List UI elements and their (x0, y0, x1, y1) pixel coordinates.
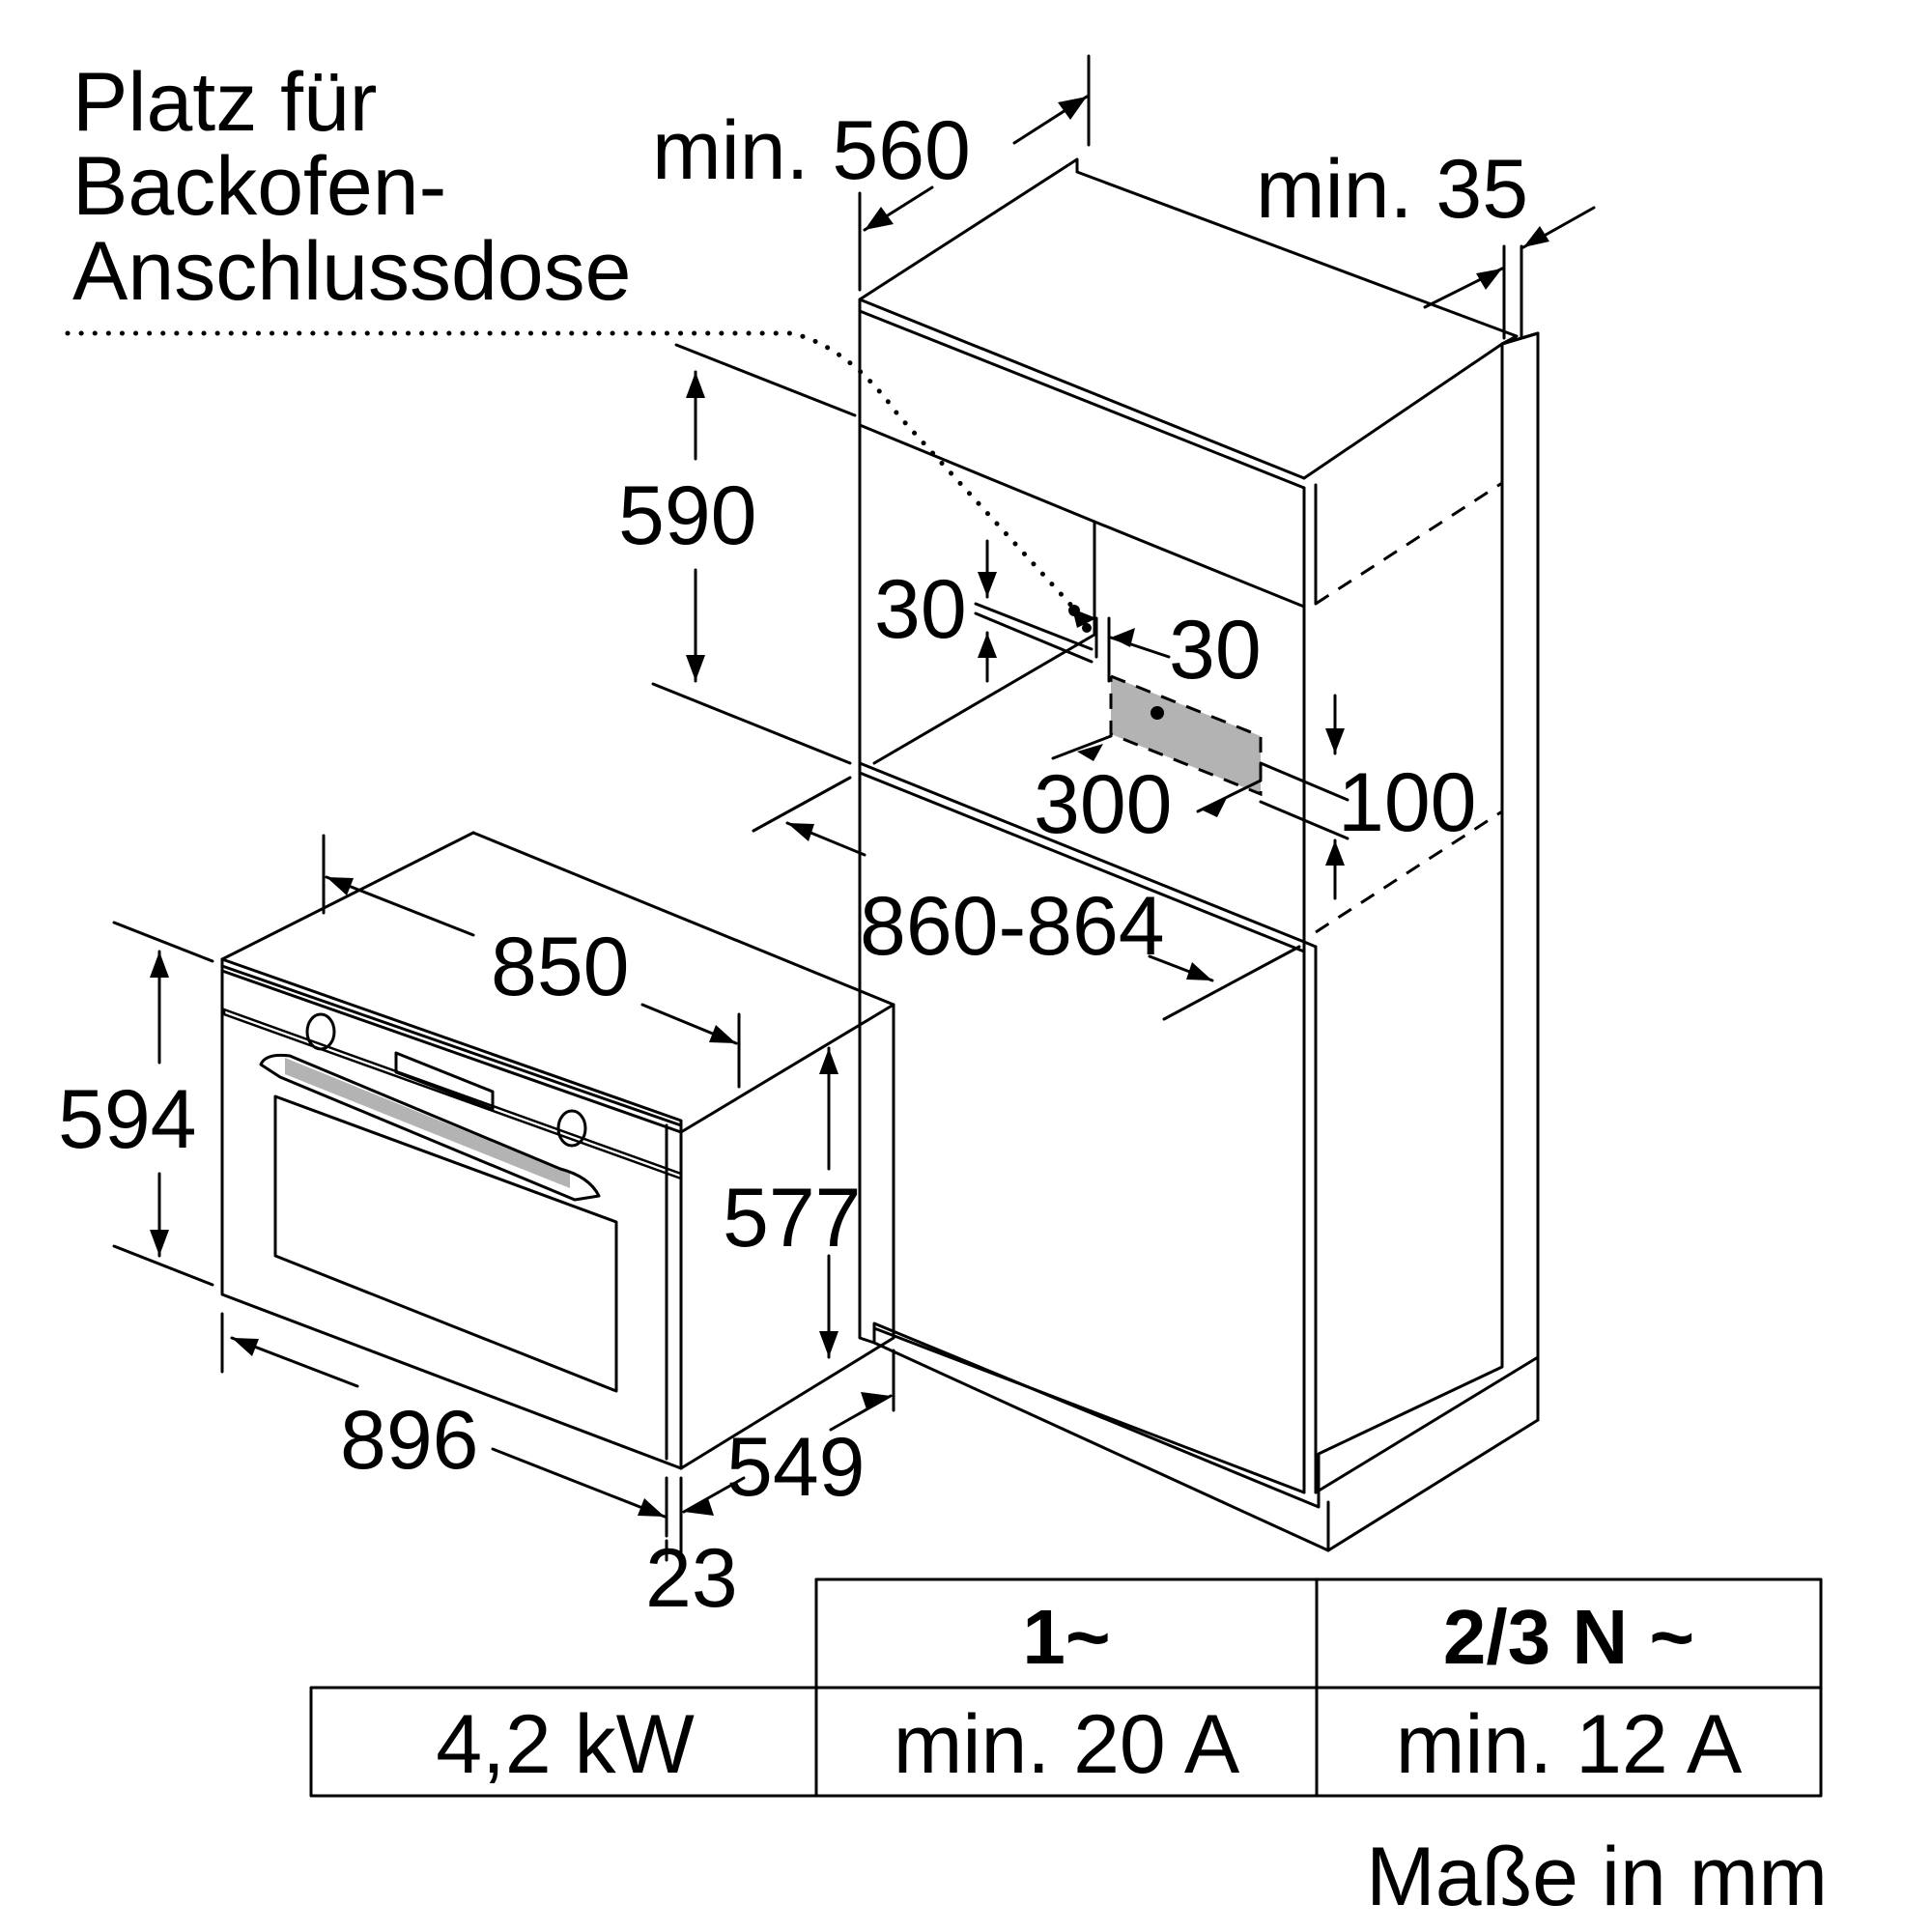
table-col2-value: min. 20 A (894, 1698, 1240, 1791)
dim-min-35: min. 35 (1256, 143, 1528, 236)
dimension-arrows (150, 97, 1549, 1517)
dim-23: 23 (645, 1532, 738, 1625)
dim-549: 549 (726, 1421, 866, 1514)
socket-label-line1: Platz für (72, 56, 377, 149)
table-power: 4,2 kW (436, 1698, 695, 1791)
dim-577: 577 (723, 1172, 862, 1264)
socket-label-line3: Anschlussdose (72, 225, 631, 318)
table-header-col3: 2/3 N ~ (1443, 1594, 1694, 1680)
cabinet-drawing (65, 157, 1540, 1552)
dim-860-864: 860-864 (860, 880, 1165, 973)
table-header-col2: 1~ (1022, 1594, 1110, 1680)
dim-594: 594 (58, 1073, 197, 1166)
dimension-labels: min. 560 min. 35 590 30 30 300 100 860-8… (58, 104, 1528, 1625)
power-table: 1~ 2/3 N ~ 4,2 kW min. 20 A min. 12 A (309, 1577, 1823, 1798)
dim-min-560: min. 560 (652, 104, 971, 197)
dim-590: 590 (618, 469, 757, 562)
dim-100: 100 (1338, 756, 1477, 849)
socket-label-line2: Backofen- (72, 140, 446, 233)
oven-drawing (220, 831, 895, 1470)
dim-300: 300 (1034, 758, 1173, 851)
socket-label: Platz für Backofen- Anschlussdose (72, 56, 631, 318)
table-data-row (309, 1686, 1823, 1798)
dim-30-left: 30 (874, 563, 967, 656)
dim-30-right: 30 (1169, 604, 1262, 696)
dim-896: 896 (340, 1394, 479, 1487)
dim-850: 850 (491, 921, 630, 1013)
table-col3-value: min. 12 A (1396, 1698, 1743, 1791)
units-note: Maße in mm (1366, 1831, 1828, 1923)
